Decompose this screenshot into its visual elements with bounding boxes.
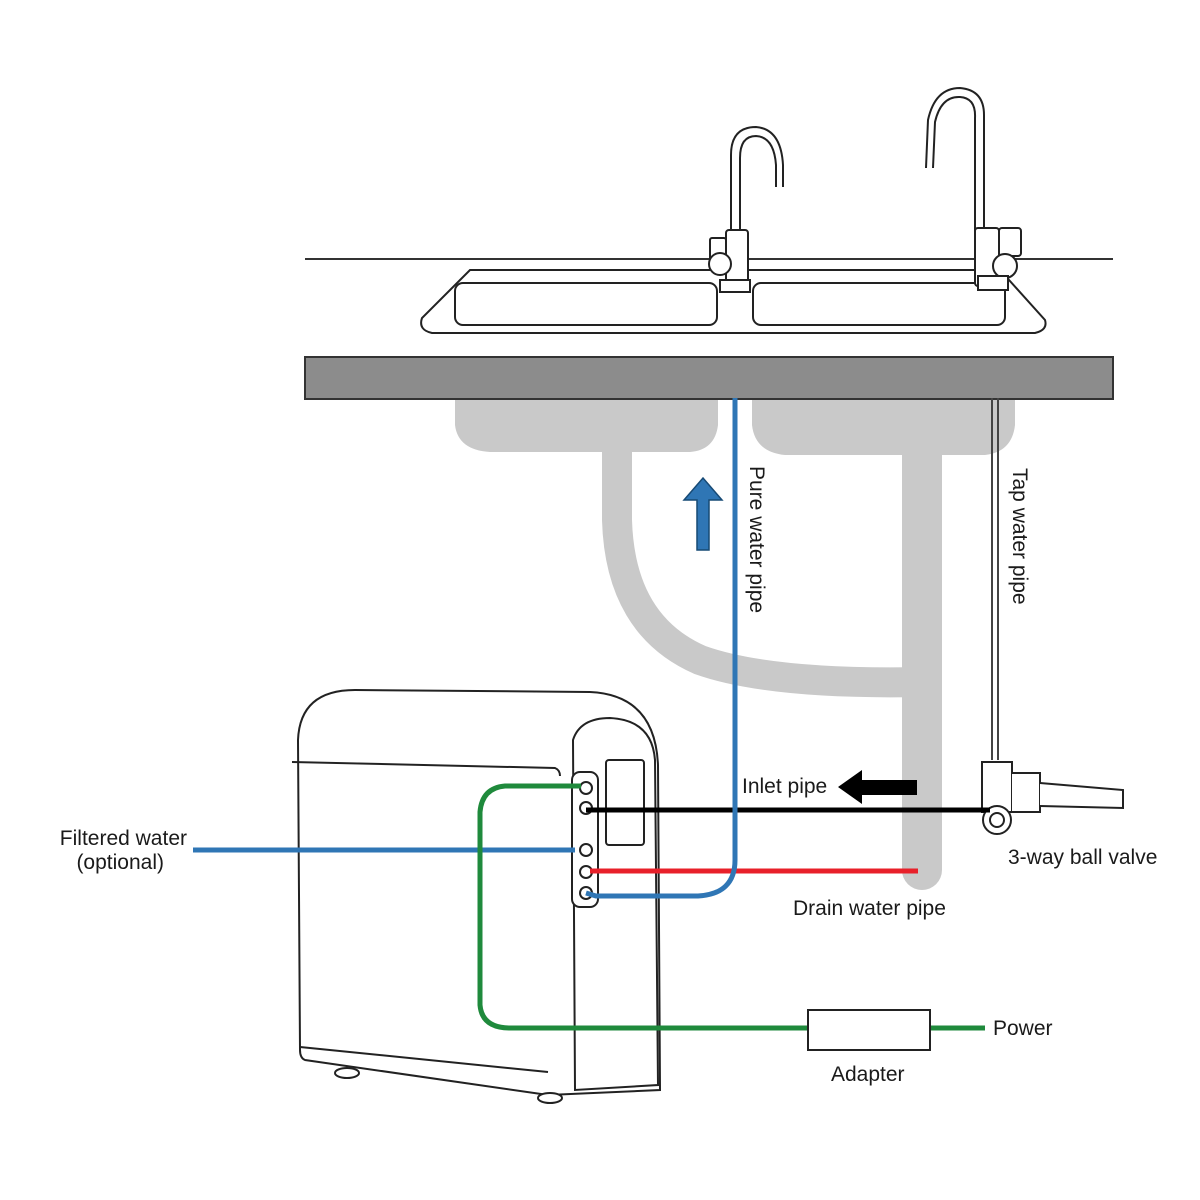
pure-water-pipe-label: Pure water pipe <box>745 466 768 613</box>
pure-water-faucet <box>708 125 784 293</box>
filtered-water-optional-label: (optional) <box>76 851 164 874</box>
unit-foot-right <box>537 1092 563 1104</box>
countertop-slab <box>304 356 1114 400</box>
power-adapter-box <box>807 1009 931 1051</box>
drain-water-pipe-label: Drain water pipe <box>793 897 946 920</box>
filtered-water-label: Filtered water <box>60 827 187 850</box>
sink-rim <box>420 269 1047 334</box>
unit-display-panel <box>605 759 645 846</box>
flow-left-arrow-icon <box>838 770 917 804</box>
unit-base-seam <box>299 1046 549 1073</box>
flow-up-arrow-icon <box>682 476 724 551</box>
left-basin-bottom <box>455 398 718 452</box>
sink-basins-underside <box>455 398 1015 455</box>
pure-water-pipe <box>585 398 738 899</box>
drain-trap-curve <box>602 452 923 698</box>
unit-foot-left <box>334 1067 360 1079</box>
port-3 <box>579 843 593 857</box>
left-basin-opening <box>454 282 718 326</box>
port-1 <box>579 781 593 795</box>
tap-water-pipe-label: Tap water pipe <box>1008 468 1031 605</box>
right-basin-bottom <box>752 398 1015 455</box>
right-basin-opening <box>752 282 1006 326</box>
unit-top-seam <box>291 761 561 777</box>
power-cable-to-adapter <box>477 783 808 1031</box>
power-label: Power <box>993 1017 1053 1040</box>
ball-valve-label: 3-way ball valve <box>1008 846 1157 869</box>
inlet-pipe-label: Inlet pipe <box>742 775 827 798</box>
three-way-ball-valve <box>981 761 1124 835</box>
adapter-label: Adapter <box>831 1063 905 1086</box>
tap-water-faucet <box>925 86 1022 291</box>
drain-trap-plumbing <box>602 435 942 890</box>
